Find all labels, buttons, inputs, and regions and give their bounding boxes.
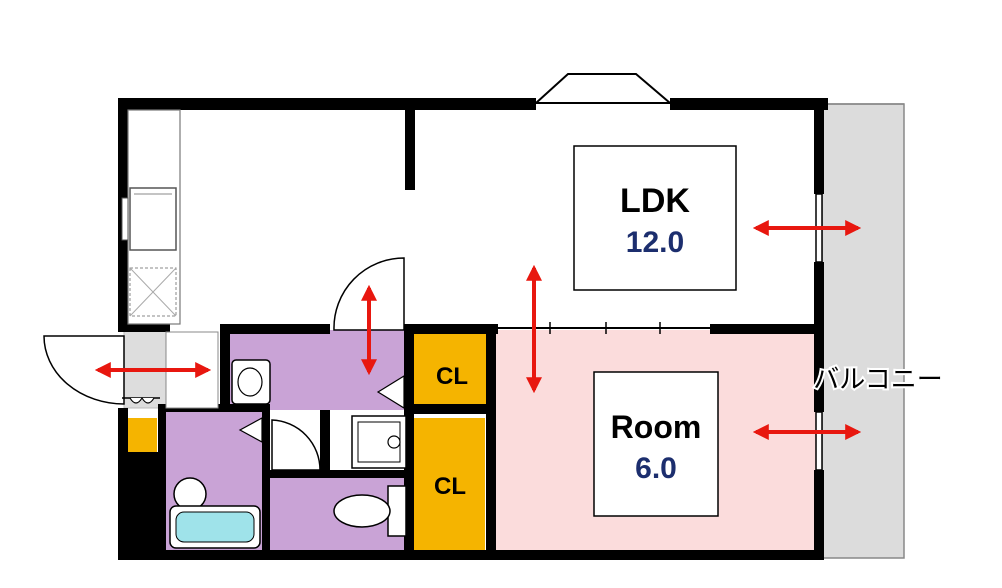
- ldk-size: 12.0: [626, 226, 684, 259]
- room-name: Room: [611, 409, 702, 445]
- shoe-box: [127, 418, 157, 452]
- ldk-label-box: [573, 145, 737, 291]
- closet-upper: [413, 330, 496, 410]
- closet-upper-label: CL: [436, 363, 468, 390]
- closet-lower-label: CL: [434, 473, 466, 500]
- ventilation-arrow-icon: [94, 220, 862, 440]
- ldk-name: LDK: [620, 182, 690, 220]
- balcony-label: バルコニー: [813, 365, 942, 395]
- room-size: 6.0: [635, 452, 677, 485]
- walls: [118, 98, 828, 560]
- door-swing-icon: [43, 335, 125, 405]
- balcony: [821, 103, 905, 559]
- door-swing-icon: [271, 419, 321, 471]
- room-label-box: [593, 371, 719, 517]
- closet-lower: [413, 418, 485, 552]
- bay-window: [533, 73, 673, 104]
- kitchen-sink-icon: [129, 187, 177, 251]
- toilet-icon: [333, 485, 407, 537]
